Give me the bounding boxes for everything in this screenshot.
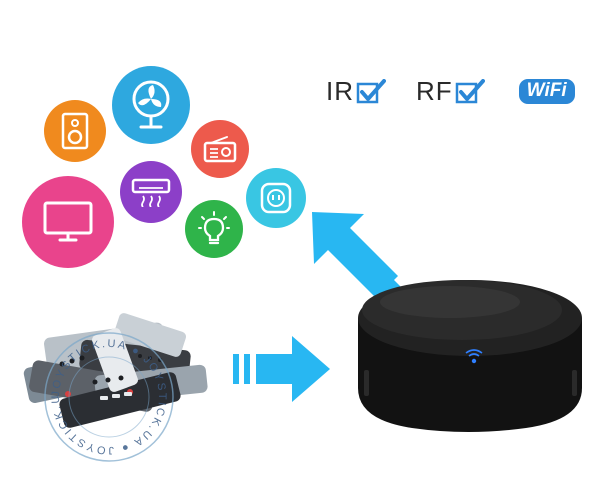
bulb-icon bbox=[198, 211, 230, 245]
wifi-logo-part2: Fi bbox=[549, 80, 567, 101]
tv-icon bbox=[43, 201, 93, 242]
feature-rf: RF bbox=[416, 76, 485, 107]
wifi-logo-part1: Wi bbox=[526, 80, 550, 101]
checkbox-checked-icon bbox=[356, 78, 386, 103]
speaker-bubble bbox=[44, 100, 106, 162]
remote-pile bbox=[23, 313, 208, 428]
smart-hub bbox=[358, 280, 582, 432]
fan-bubble bbox=[112, 66, 190, 144]
arrow-right-icon bbox=[233, 336, 330, 402]
checkbox-checked-icon bbox=[455, 78, 485, 103]
led-indicator bbox=[465, 349, 483, 364]
smart-plug-icon bbox=[260, 182, 292, 214]
speaker-icon bbox=[61, 112, 89, 150]
watermark-stamp: JOYSTICK.UA ● JOYSTICK.UA ● JOYSTICK.UA … bbox=[42, 330, 174, 462]
feature-ir: IR bbox=[326, 76, 386, 107]
feature-ir-label: IR bbox=[326, 76, 354, 106]
wifi-logo: WiFi bbox=[518, 79, 575, 104]
tv-bubble bbox=[22, 176, 114, 268]
bulb-bubble bbox=[185, 200, 243, 258]
air-conditioner-bubble bbox=[120, 161, 182, 223]
feature-rf-label: RF bbox=[416, 76, 453, 106]
radio-bubble bbox=[191, 120, 249, 178]
air-conditioner-icon bbox=[131, 178, 171, 207]
fan-icon bbox=[132, 80, 170, 129]
radio-icon bbox=[203, 136, 237, 163]
smart-plug-bubble bbox=[246, 168, 306, 228]
feature-row: IR RF WiFi bbox=[326, 76, 575, 107]
